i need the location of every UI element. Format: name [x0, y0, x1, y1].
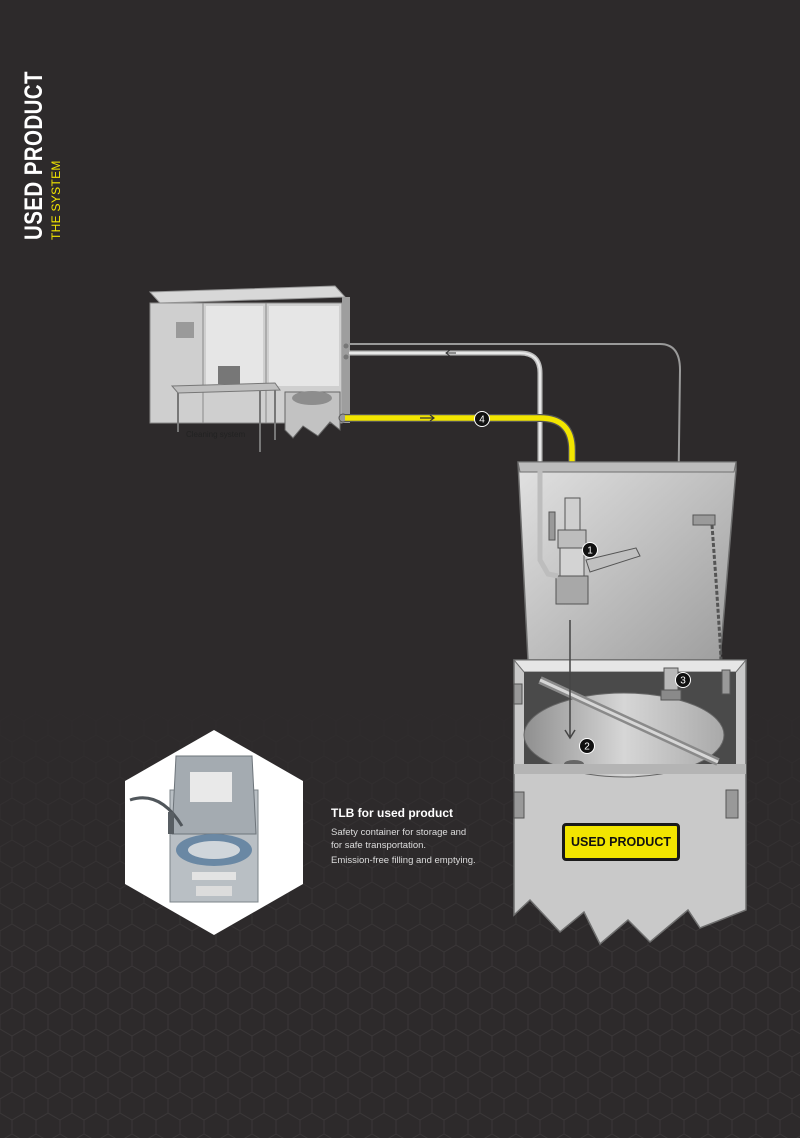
marker-1-label: 1 [587, 546, 593, 557]
container-label: USED PRODUCT [562, 823, 680, 861]
container-label-text: USED PRODUCT [570, 835, 671, 849]
tlb-desc-extra: Emission-free filling and emptying. [331, 855, 476, 866]
page-title: USED PRODUCT [20, 71, 48, 240]
sensor-cable [349, 343, 682, 669]
page-title-block: USED PRODUCT THE SYSTEM [20, 40, 80, 240]
tlb-desc-line-2: for safe transportation. [331, 840, 427, 851]
return-arrow-icon [445, 349, 456, 357]
fill-arrow-icon [564, 620, 576, 740]
tlb-container-illustration [512, 461, 748, 946]
cleaning-system-label: Cleaning system [186, 430, 246, 439]
marker-1: 1 [582, 542, 598, 558]
tlb-photo-hexagon [125, 730, 303, 935]
page-subtitle: THE SYSTEM [49, 160, 63, 240]
marker-2-label: 2 [584, 742, 590, 753]
tlb-desc-line-1: Safety container for storage and [331, 827, 467, 838]
cleaning-system-illustration [148, 285, 350, 452]
tlb-heading: TLB for used product [331, 806, 453, 820]
marker-4: 4 [474, 411, 490, 427]
marker-3: 3 [675, 672, 691, 688]
return-pipe [349, 350, 543, 470]
marker-3-label: 3 [680, 676, 686, 687]
flow-arrow-icon [420, 414, 435, 422]
tlb-description: TLB for used product Safety container fo… [331, 806, 511, 867]
marker-2: 2 [579, 738, 595, 754]
marker-4-label: 4 [479, 415, 485, 426]
